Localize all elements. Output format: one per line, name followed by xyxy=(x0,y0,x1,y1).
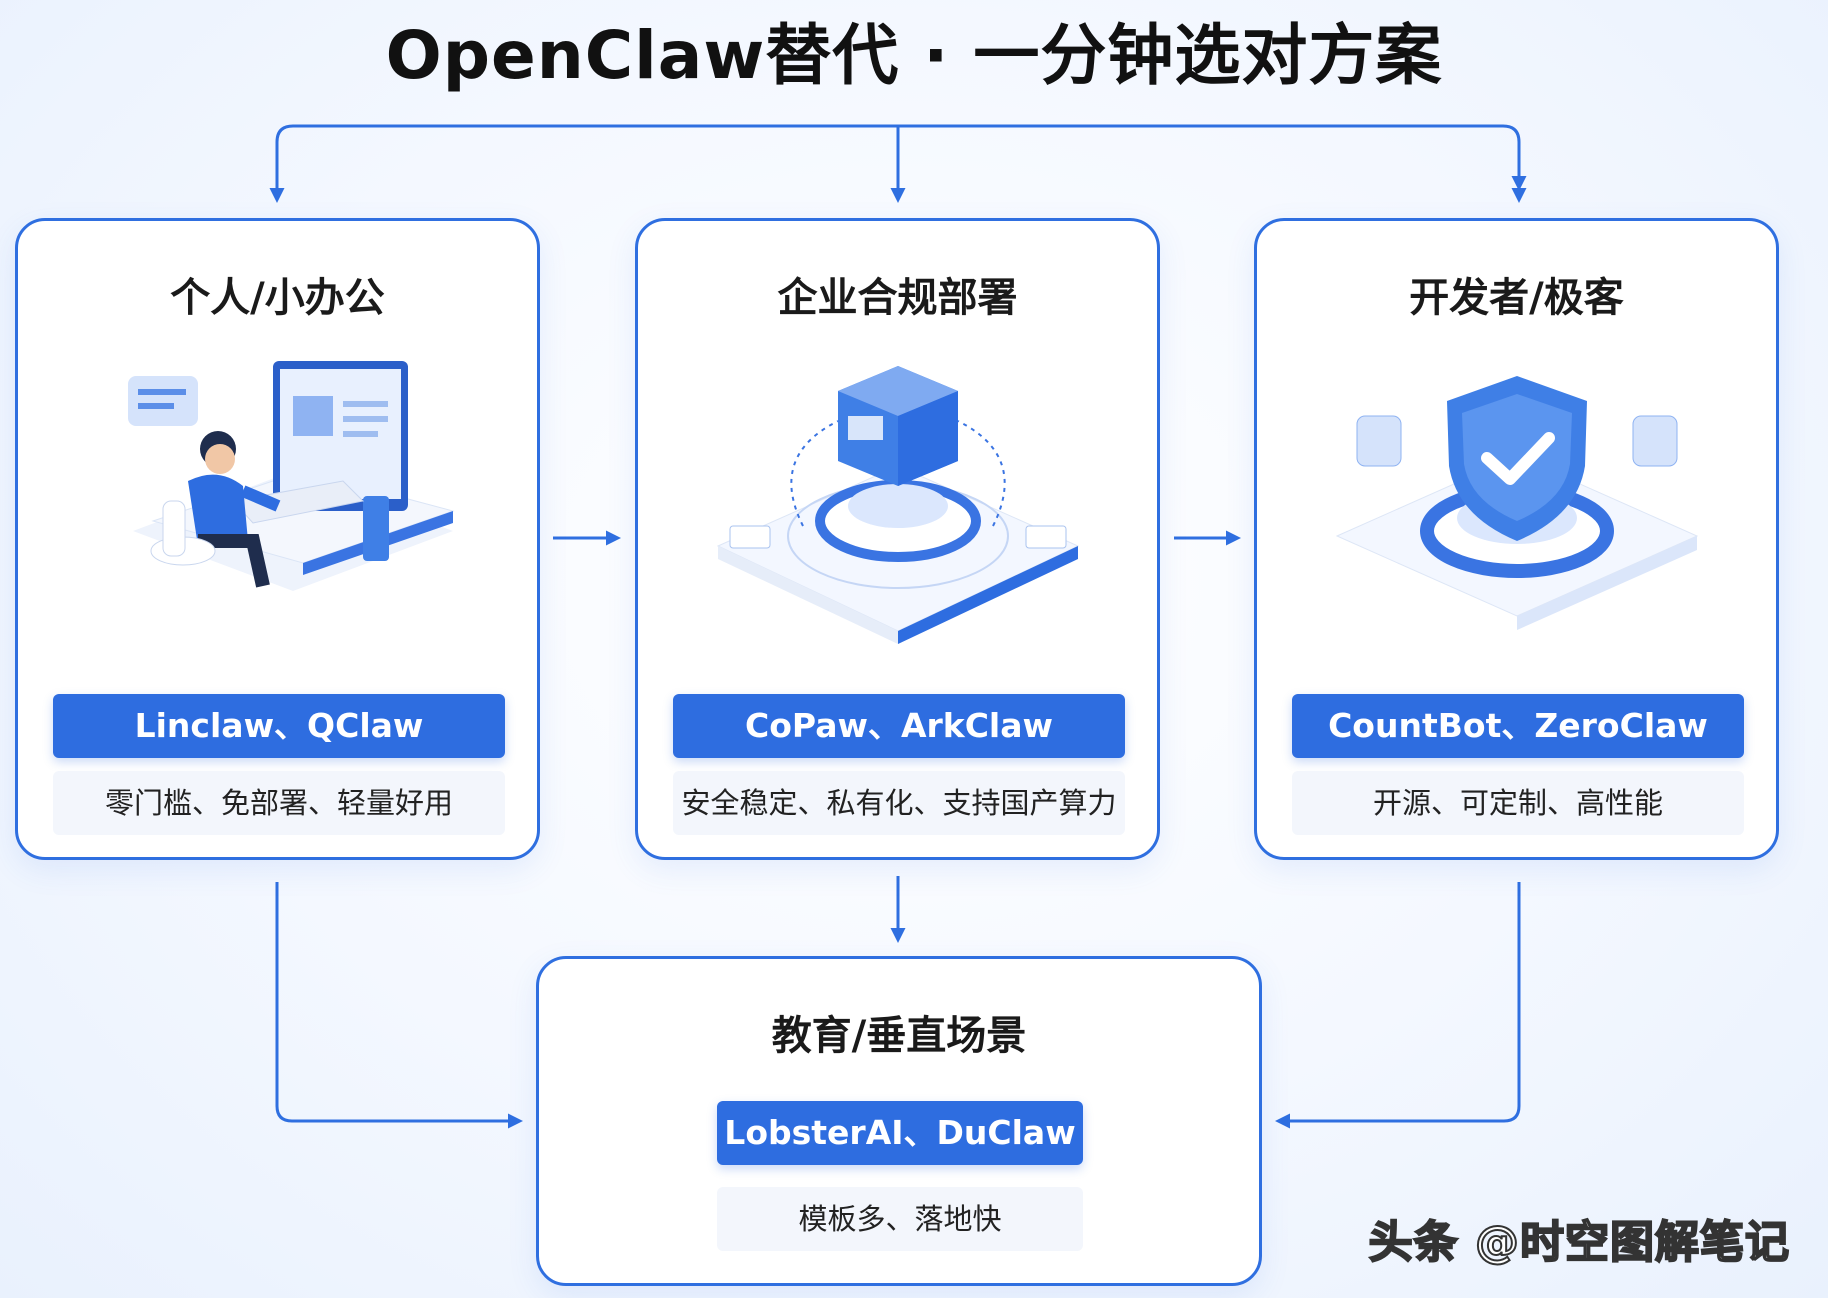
card-developer: 开发者/极客 CountBot、ZeroClaw 开源、可定制、高性能 xyxy=(1254,218,1779,860)
card-heading: 个人/小办公 xyxy=(170,275,385,321)
description-label: 开源、可定制、高性能 xyxy=(1292,771,1744,835)
server-cube-illustration xyxy=(716,366,1080,644)
product-label: LobsterAI、DuClaw xyxy=(717,1101,1083,1165)
person-at-computer-illustration xyxy=(128,361,455,591)
arrow-card1-to-card4 xyxy=(275,882,523,1129)
description-label: 安全稳定、私有化、支持国产算力 xyxy=(673,771,1125,835)
description-label: 零门槛、免部署、轻量好用 xyxy=(53,771,505,835)
watermark: 头条 @时空图解笔记 xyxy=(1368,1216,1790,1269)
card-heading: 开发者/极客 xyxy=(1409,275,1624,321)
top-branch-line xyxy=(275,124,1527,191)
arrow-card3-to-card4 xyxy=(1275,882,1521,1129)
card-education: 教育/垂直场景 LobsterAI、DuClaw 模板多、落地快 xyxy=(536,956,1262,1286)
page-title: OpenClaw替代 · 一分钟选对方案 xyxy=(385,17,1443,94)
card-heading: 企业合规部署 xyxy=(777,275,1018,321)
card-personal: 个人/小办公 Linclaw、QClaw 零门槛、免部署、轻量好用 xyxy=(15,218,540,860)
product-label: CountBot、ZeroClaw xyxy=(1292,694,1744,758)
product-label: Linclaw、QClaw xyxy=(53,694,505,758)
card-heading: 教育/垂直场景 xyxy=(771,1013,1027,1059)
shield-check-illustration xyxy=(1335,376,1699,630)
product-label: CoPaw、ArkClaw xyxy=(673,694,1125,758)
description-label: 模板多、落地快 xyxy=(717,1187,1083,1251)
card-enterprise: 企业合规部署 CoPaw、ArkClaw 安全稳定、私有化、支持国产算力 xyxy=(635,218,1160,860)
